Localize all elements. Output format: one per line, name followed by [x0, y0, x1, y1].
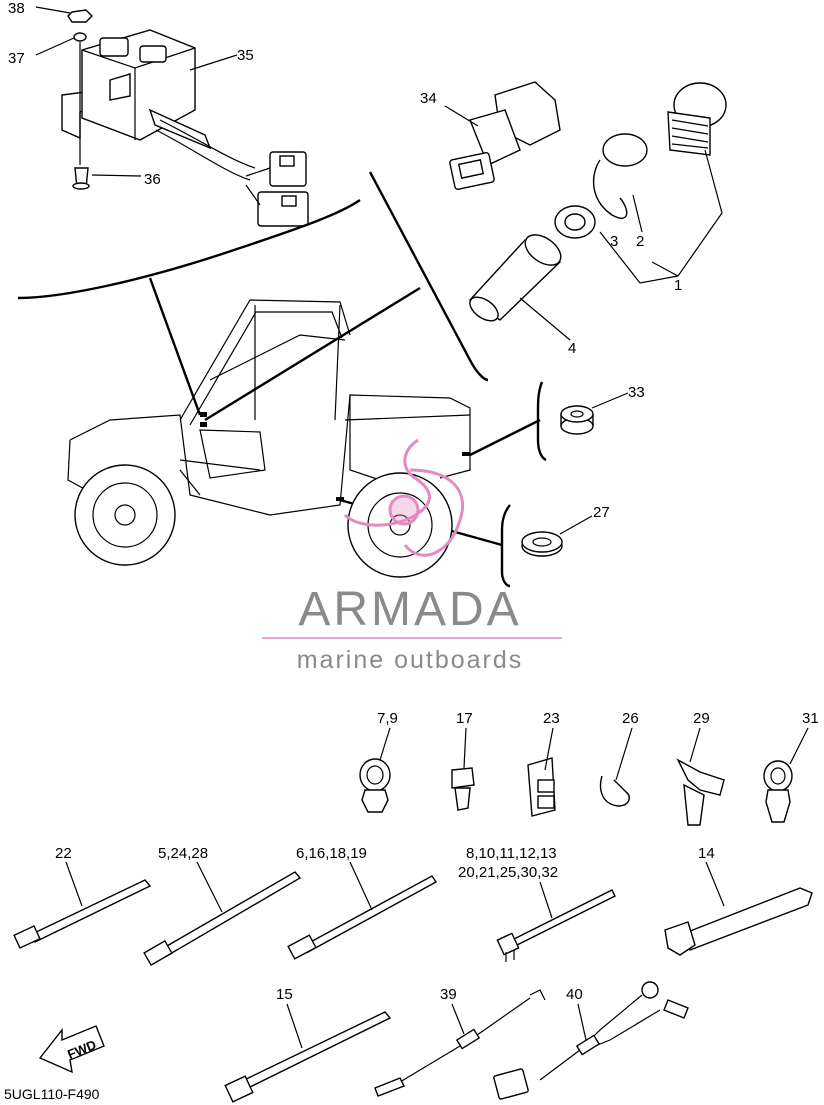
callout-39: 39 [440, 986, 457, 1003]
fwd-arrow-icon: FWD [38, 1025, 105, 1074]
clip-7-9 [359, 727, 391, 813]
wire-harness-40 [493, 981, 689, 1100]
clip-17 [451, 727, 475, 811]
diagram-code: 5UGL110-F490 [4, 1086, 100, 1102]
callout-7-9: 7,9 [377, 710, 398, 727]
clip-29 [676, 727, 725, 826]
callout-31: 31 [802, 710, 819, 727]
callout-40: 40 [566, 986, 583, 1003]
callout-23: 23 [543, 710, 560, 727]
cable-tie-15 [224, 1003, 392, 1103]
vehicle-illustration [17, 171, 547, 588]
callout-26: 26 [622, 710, 639, 727]
armada-logo-icon [343, 438, 464, 557]
cable-tie-14 [664, 861, 813, 956]
callout-17: 17 [456, 710, 473, 727]
callout-33: 33 [628, 384, 645, 401]
cable-tie-22 [13, 861, 152, 949]
callout-3: 3 [610, 233, 618, 250]
cable-tie-6-16-18-19 [287, 861, 438, 960]
connector-group [444, 81, 727, 341]
grommet-27 [521, 515, 593, 557]
callout-20-32: 20,21,25,30,32 [458, 864, 558, 881]
callout-34: 34 [420, 90, 437, 107]
callout-37: 37 [8, 50, 25, 67]
watermark-brand: ARMADA [298, 583, 521, 636]
callout-35: 35 [237, 47, 254, 64]
callout-15: 15 [276, 986, 293, 1003]
grommet-33 [560, 392, 629, 435]
callout-5-24-28: 5,24,28 [158, 845, 208, 862]
clip-23 [527, 727, 556, 817]
callout-6-16-18-19: 6,16,18,19 [296, 845, 367, 862]
cable-tie-5-24-28 [143, 861, 302, 967]
cable-tie-8-32 [496, 881, 616, 962]
callout-2: 2 [636, 233, 644, 250]
armada-watermark: ARMADA marine outboards [262, 438, 562, 674]
relay-assembly [35, 6, 309, 227]
callout-29: 29 [693, 710, 710, 727]
callout-22: 22 [55, 845, 72, 862]
callout-4: 4 [568, 340, 576, 357]
watermark-tagline: marine outboards [297, 646, 524, 674]
callout-36: 36 [144, 171, 161, 188]
callout-8-13: 8,10,11,12,13 [466, 845, 557, 862]
callout-14: 14 [698, 845, 715, 862]
callout-labels: 38 37 35 36 34 2 3 1 4 33 27 7,9 17 23 2… [4, 0, 819, 1102]
callout-1: 1 [674, 277, 682, 294]
callout-27: 27 [593, 504, 610, 521]
callout-38: 38 [8, 0, 25, 17]
clip-26 [599, 727, 633, 807]
clip-31 [763, 727, 809, 823]
wire-39 [374, 989, 546, 1097]
